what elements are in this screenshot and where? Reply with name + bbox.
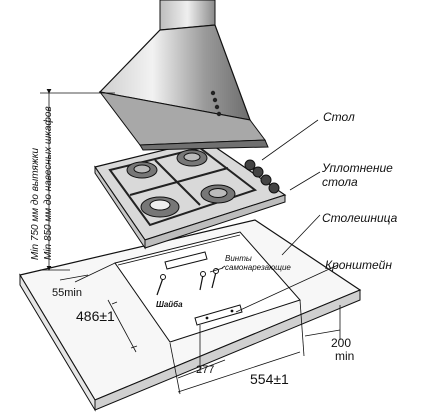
dim-left-gap: 55min (52, 287, 82, 299)
label-stol: Стол (323, 110, 355, 124)
label-seal-line1: Уплотнение (321, 161, 393, 175)
label-countertop: Столешница (322, 211, 398, 225)
dimension-lines (59, 262, 341, 395)
dim-rear-gap-value: 200 (331, 336, 351, 350)
bracket (164, 251, 243, 326)
range-hood (98, 0, 269, 151)
hood-button-icon (216, 111, 222, 117)
dim-rear-gap-unit: min (335, 349, 354, 363)
vertical-clearance-dimension (40, 89, 115, 271)
label-seal-line2: стола (322, 175, 358, 189)
vertical-note-line1: Min 750 мм до вытяжки (30, 148, 41, 260)
label-screws-line2: самонарезающие (225, 263, 291, 272)
dim-width: 554±1 (250, 371, 289, 387)
screws (156, 265, 226, 296)
hood-button-icon (212, 97, 218, 103)
vertical-note-line2: Min 850 мм до навесных шкафов (42, 106, 54, 260)
label-washer: Шайба (156, 300, 183, 309)
label-screws-line1: Винты (225, 254, 252, 263)
leader-lines (235, 119, 339, 313)
dim-half-width: 277 (196, 364, 214, 376)
label-bracket: Кронштейн (325, 258, 392, 272)
dim-depth: 486±1 (76, 308, 115, 324)
hood-button-icon (214, 104, 220, 110)
cooktop (94, 139, 287, 250)
hood-button-icon (210, 90, 216, 96)
